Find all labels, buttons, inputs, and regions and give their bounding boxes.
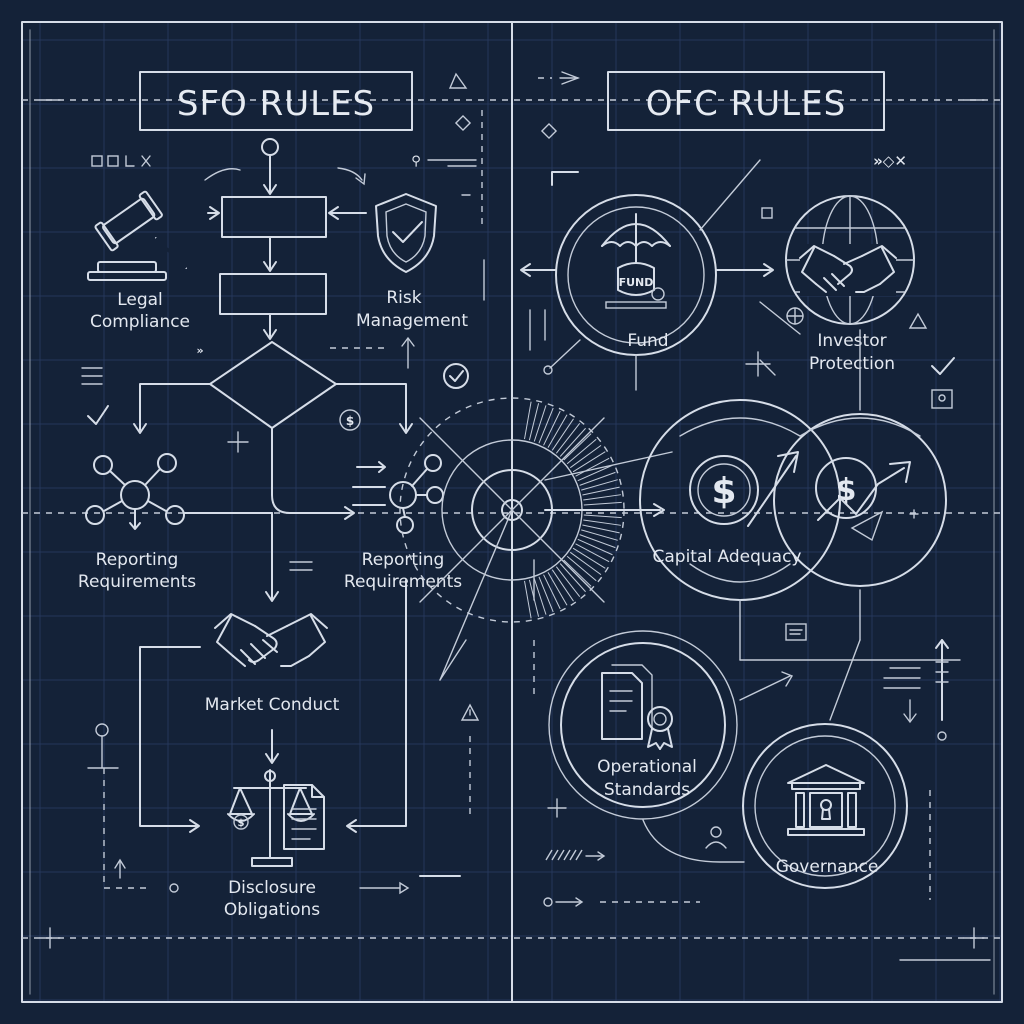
right-side-decorations-1 xyxy=(745,207,955,411)
market-conduct-label: Market Conduct xyxy=(205,695,340,715)
governance-label: Governance xyxy=(776,857,879,877)
center-radial-hub xyxy=(399,397,673,681)
handshake-icon xyxy=(214,613,328,667)
reporting-left-label-1: Reporting xyxy=(96,550,179,570)
ofc-title: OFC RULES xyxy=(646,84,846,124)
capital-adequacy-node xyxy=(639,399,947,601)
svg-text:$: $ xyxy=(346,414,354,428)
dollar-growth-icon: $ $ xyxy=(689,451,919,542)
shield-check-icon xyxy=(375,193,437,273)
sfo-title: SFO RULES xyxy=(177,84,375,124)
disclosure-label-1: Disclosure xyxy=(228,878,316,898)
scales-icon: $ xyxy=(227,769,315,867)
svg-text:⚲: ⚲ xyxy=(411,154,421,169)
sfo-flowchart xyxy=(133,138,415,833)
corner-marks xyxy=(39,99,985,949)
umbrella-icon: FUND xyxy=(601,213,671,309)
svg-text:»: » xyxy=(196,344,203,357)
risk-management-label-2: Management xyxy=(356,311,468,331)
left-decorations: $ ⚲ » xyxy=(81,72,485,895)
reporting-left-label-2: Requirements xyxy=(78,572,196,592)
operational-standards-label-1: Operational xyxy=(597,757,697,777)
hub-icon xyxy=(352,454,444,534)
process-box-2 xyxy=(219,273,327,315)
globe-handshake-icon xyxy=(799,244,897,296)
reporting-right-label-2: Requirements xyxy=(344,572,462,592)
right-bottom-decorations xyxy=(529,309,991,961)
fund-label: Fund xyxy=(627,331,668,351)
ofc-title-box: OFC RULES xyxy=(607,71,885,131)
legal-compliance-label-2: Compliance xyxy=(90,312,190,332)
legal-compliance-label-1: Legal xyxy=(117,290,163,310)
operational-standards-label-2: Standards xyxy=(604,780,690,800)
svg-text:$: $ xyxy=(711,471,736,512)
investor-protection-label-2: Protection xyxy=(809,354,895,374)
right-header-decorations: »◇✕ xyxy=(538,71,907,170)
decision-diamond xyxy=(209,341,337,429)
svg-text:$: $ xyxy=(238,818,245,829)
fund-badge-text: FUND xyxy=(619,276,654,289)
process-box-1 xyxy=(221,196,327,238)
fund-node xyxy=(520,159,774,391)
governance-node xyxy=(642,589,908,889)
svg-text:»◇✕: »◇✕ xyxy=(873,152,907,170)
document-icon xyxy=(283,784,325,850)
certificate-icon xyxy=(601,664,673,750)
bank-icon xyxy=(787,764,865,836)
risk-management-label-1: Risk xyxy=(386,288,421,308)
sfo-title-box: SFO RULES xyxy=(139,71,413,131)
investor-protection-label-1: Investor xyxy=(817,331,886,351)
operational-standards-node xyxy=(548,599,961,820)
capital-adequacy-label: Capital Adequacy xyxy=(653,547,802,567)
gavel-icon xyxy=(87,190,188,281)
reporting-right-label-1: Reporting xyxy=(362,550,445,570)
network-icon xyxy=(85,453,185,530)
disclosure-label-2: Obligations xyxy=(224,900,320,920)
